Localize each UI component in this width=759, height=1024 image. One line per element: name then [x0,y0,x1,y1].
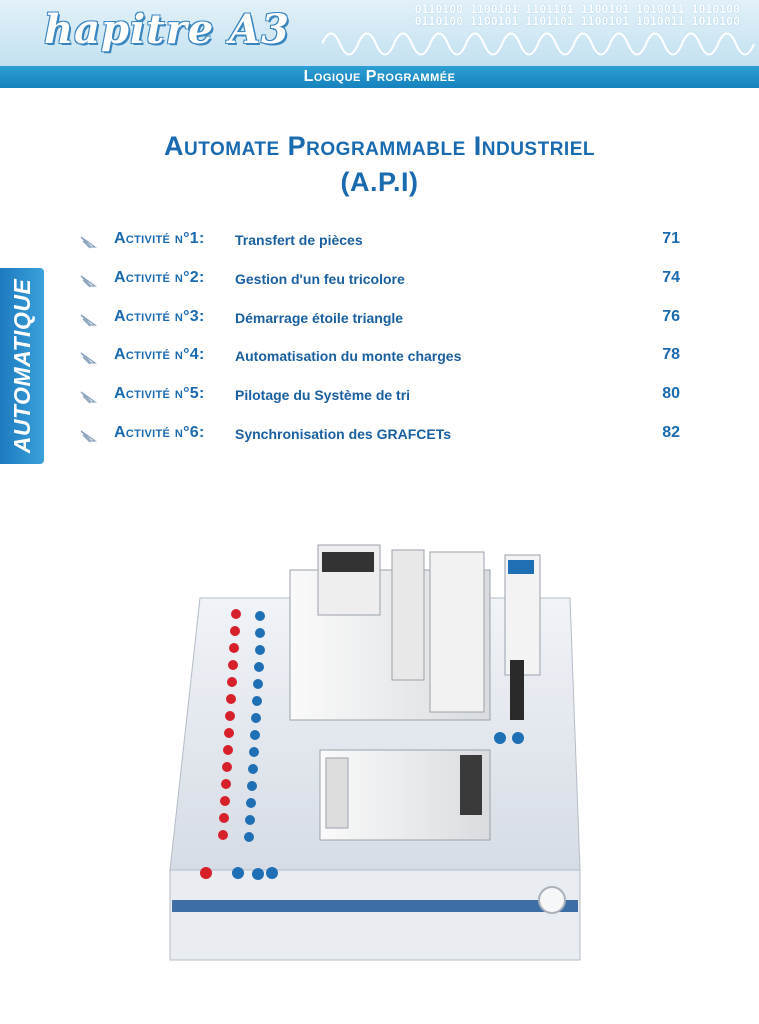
binary-decoration: 0110100 1100101 1101101 1100101 1010011 … [330,3,740,27]
activity-title: Transfert de pièces [235,232,363,248]
io-module [319,749,491,841]
coil-decoration [322,32,755,56]
trainer-base [169,869,581,961]
side-tab [0,268,44,464]
page-title-line1: Automate Programmable Industriel [163,131,595,161]
list-item[interactable]: Activité n°5: Pilotage du Système de tri… [80,383,680,422]
pen-bullet-icon [80,430,98,443]
activity-list: Activité n°1: Transfert de pièces 71 Act… [80,228,680,461]
activity-label: Activité n°2: [114,268,205,286]
plc-trainer-photo [169,544,581,961]
activity-title: Pilotage du Système de tri [235,387,411,404]
list-item[interactable]: Activité n°1: Transfert de pièces 71 [80,228,680,267]
activity-title: Automatisation du monte charges [235,348,462,365]
indicator-socket [512,732,524,744]
page-title-line2: (A.P.I) [340,167,419,197]
activity-page: 78 [662,346,680,364]
plc-module [289,544,541,721]
activity-page: 76 [662,307,680,325]
chapitre-logo: hapitre A3 [44,6,290,53]
activity-title: Synchronisation des GRAFCETs [235,425,451,442]
activity-page: 80 [662,385,680,403]
activity-label: Activité n°5: [114,385,205,403]
section-strip [0,66,759,88]
trainer-brand-strip [172,900,578,912]
binary-line: 0110100 1100101 1101101 1100101 1010011 … [414,14,740,28]
pen-bullet-icon [80,236,98,249]
activity-page: 74 [662,268,680,286]
list-item[interactable]: Activité n°4: Automatisation du monte ch… [80,344,680,383]
list-item[interactable]: Activité n°3: Démarrage étoile triangle … [80,306,680,345]
page-title: Automate Programmable Industriel (A.P.I) [0,128,759,200]
side-tab-label: AUTOMATIQUE [9,278,35,454]
terminal-sockets [200,609,278,880]
activity-label: Activité n°6: [114,423,205,441]
activity-title: Gestion d'un feu tricolore [235,270,405,287]
activity-page: 71 [662,230,680,247]
pen-bullet-icon [80,352,98,365]
activity-title: Démarrage étoile triangle [235,309,404,326]
activity-label: Activité n°3: [114,307,205,325]
activity-page: 82 [662,423,680,441]
binary-line: 0110100 1100101 1101101 1100101 1010011 … [414,2,740,16]
start-button [538,886,566,914]
indicator-socket [494,732,506,744]
section-title: Logique Programmée [303,68,456,85]
list-item[interactable]: Activité n°6: Synchronisation des GRAFCE… [80,422,680,461]
pen-bullet-icon [80,314,98,327]
header-banner: hapitre A3 0110100 1100101 1101101 11001… [0,0,759,88]
pen-bullet-icon [80,275,98,288]
activity-label: Activité n°1: [114,230,205,247]
activity-label: Activité n°4: [114,346,205,364]
list-item[interactable]: Activité n°2: Gestion d'un feu tricolore… [80,267,680,306]
pen-bullet-icon [80,391,98,404]
